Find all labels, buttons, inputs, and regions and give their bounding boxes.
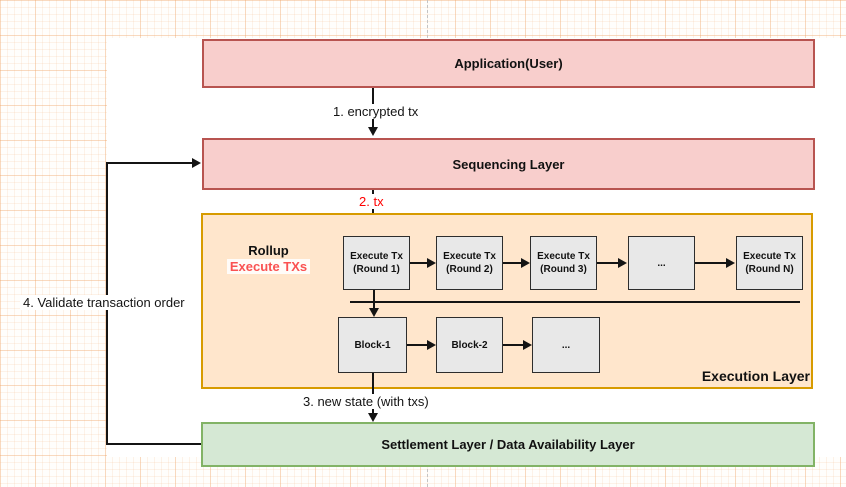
round1-round2-arrow-line (410, 262, 427, 264)
execute-tx-round-2-box: Execute Tx (Round 2) (436, 236, 503, 290)
round-3-line1: Execute Tx (537, 251, 590, 262)
block-2-box: Block-2 (436, 317, 503, 373)
block-ellipsis-label: ... (561, 339, 571, 351)
round-1-line1: Execute Tx (350, 251, 403, 262)
edge1-arrowhead-icon (368, 127, 378, 136)
edge4-bottom-line (106, 443, 201, 445)
round1-block1-arrowhead-icon (369, 308, 379, 317)
edge3-arrowhead-icon (368, 413, 378, 422)
block-ellipsis-box: ... (532, 317, 600, 373)
block2-ellipsis-arrowhead-icon (523, 340, 532, 350)
execute-tx-round-n-box: Execute Tx (Round N) (736, 236, 803, 290)
block2-ellipsis-arrow-line (503, 344, 523, 346)
round-n-line2: (Round N) (745, 264, 794, 275)
edge2-label: 2. tx (356, 194, 387, 209)
round-n-line1: Execute Tx (743, 251, 796, 262)
application-layer-box: Application(User) (202, 39, 815, 88)
execute-tx-round-3-box: Execute Tx (Round 3) (530, 236, 597, 290)
edge3-label: 3. new state (with txs) (300, 394, 432, 409)
round-ellipsis-line1: ... (657, 257, 666, 269)
edge4-arrowhead-icon (192, 158, 201, 168)
edge3-line (372, 373, 374, 414)
ellipsis-roundn-arrowhead-icon (726, 258, 735, 268)
block1-block2-arrowhead-icon (427, 340, 436, 350)
sequencing-layer-box: Sequencing Layer (202, 138, 815, 190)
round-1-line2: (Round 1) (353, 264, 400, 275)
execute-txs-label: Execute TXs (226, 259, 311, 274)
settlement-layer-label: Settlement Layer / Data Availability Lay… (381, 437, 635, 452)
execute-tx-ellipsis-box: ... (628, 236, 695, 290)
edge4-top-line (106, 162, 193, 164)
execution-layer-label: Execution Layer (701, 368, 810, 384)
round-3-line2: (Round 3) (540, 264, 587, 275)
sequencing-layer-label: Sequencing Layer (452, 156, 565, 172)
application-layer-label: Application(User) (454, 56, 563, 71)
round1-block1-arrow-line (373, 290, 375, 309)
execution-separator-line (350, 301, 800, 303)
settlement-layer-box: Settlement Layer / Data Availability Lay… (201, 422, 815, 467)
round-2-line2: (Round 2) (446, 264, 493, 275)
round2-round3-arrow-line (503, 262, 521, 264)
execute-txs-wrap: Execute TXs (224, 259, 313, 274)
edge4-label: 4. Validate transaction order (20, 295, 188, 310)
round2-round3-arrowhead-icon (521, 258, 530, 268)
block-1-box: Block-1 (338, 317, 407, 373)
edge1-label: 1. encrypted tx (330, 104, 422, 119)
round3-ellipsis-arrowhead-icon (618, 258, 627, 268)
round1-round2-arrowhead-icon (427, 258, 436, 268)
ellipsis-roundn-arrow-line (695, 262, 726, 264)
round3-ellipsis-arrow-line (597, 262, 618, 264)
block-1-label: Block-1 (354, 339, 391, 351)
round-2-line1: Execute Tx (443, 251, 496, 262)
block1-block2-arrow-line (407, 344, 427, 346)
execute-tx-round-1-box: Execute Tx (Round 1) (343, 236, 410, 290)
rollup-label: Rollup (248, 243, 289, 258)
block-2-label: Block-2 (451, 339, 488, 351)
